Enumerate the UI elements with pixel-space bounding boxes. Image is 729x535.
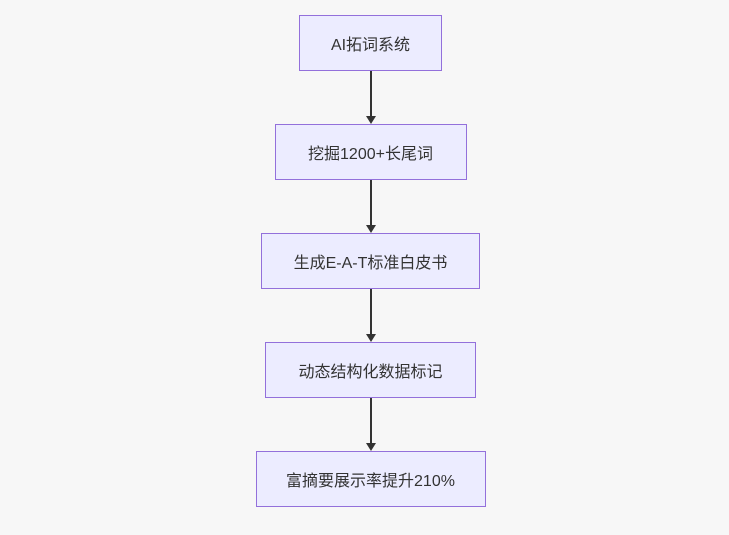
node-label: 动态结构化数据标记 <box>298 364 443 381</box>
flowchart: AI拓词系统 挖掘1200+长尾词 生成E-A-T标准白皮书 动态结构化数据标记… <box>6 0 729 507</box>
node-label: AI拓词系统 <box>330 37 411 54</box>
arrow-line <box>369 71 372 116</box>
flowchart-node-longtail-mining: 挖掘1200+长尾词 <box>274 124 467 180</box>
node-label: 富摘要展示率提升210% <box>286 473 455 490</box>
flowchart-node-ai-keyword-system: AI拓词系统 <box>299 15 442 71</box>
arrow-connector <box>365 398 377 451</box>
arrow-head-icon <box>365 225 376 233</box>
flowchart-node-structured-data: 动态结构化数据标记 <box>265 342 476 398</box>
flowchart-node-eat-whitepaper: 生成E-A-T标准白皮书 <box>261 233 480 289</box>
arrow-line <box>369 398 372 443</box>
arrow-head-icon <box>365 443 376 451</box>
arrow-connector <box>365 180 377 233</box>
node-label: 挖掘1200+长尾词 <box>308 146 433 163</box>
arrow-connector <box>365 71 377 124</box>
arrow-line <box>369 180 372 225</box>
arrow-line <box>369 289 372 334</box>
arrow-connector <box>365 289 377 342</box>
arrow-head-icon <box>365 116 376 124</box>
flowchart-node-rich-snippet-result: 富摘要展示率提升210% <box>255 451 486 507</box>
arrow-head-icon <box>365 334 376 342</box>
node-label: 生成E-A-T标准白皮书 <box>293 255 448 272</box>
